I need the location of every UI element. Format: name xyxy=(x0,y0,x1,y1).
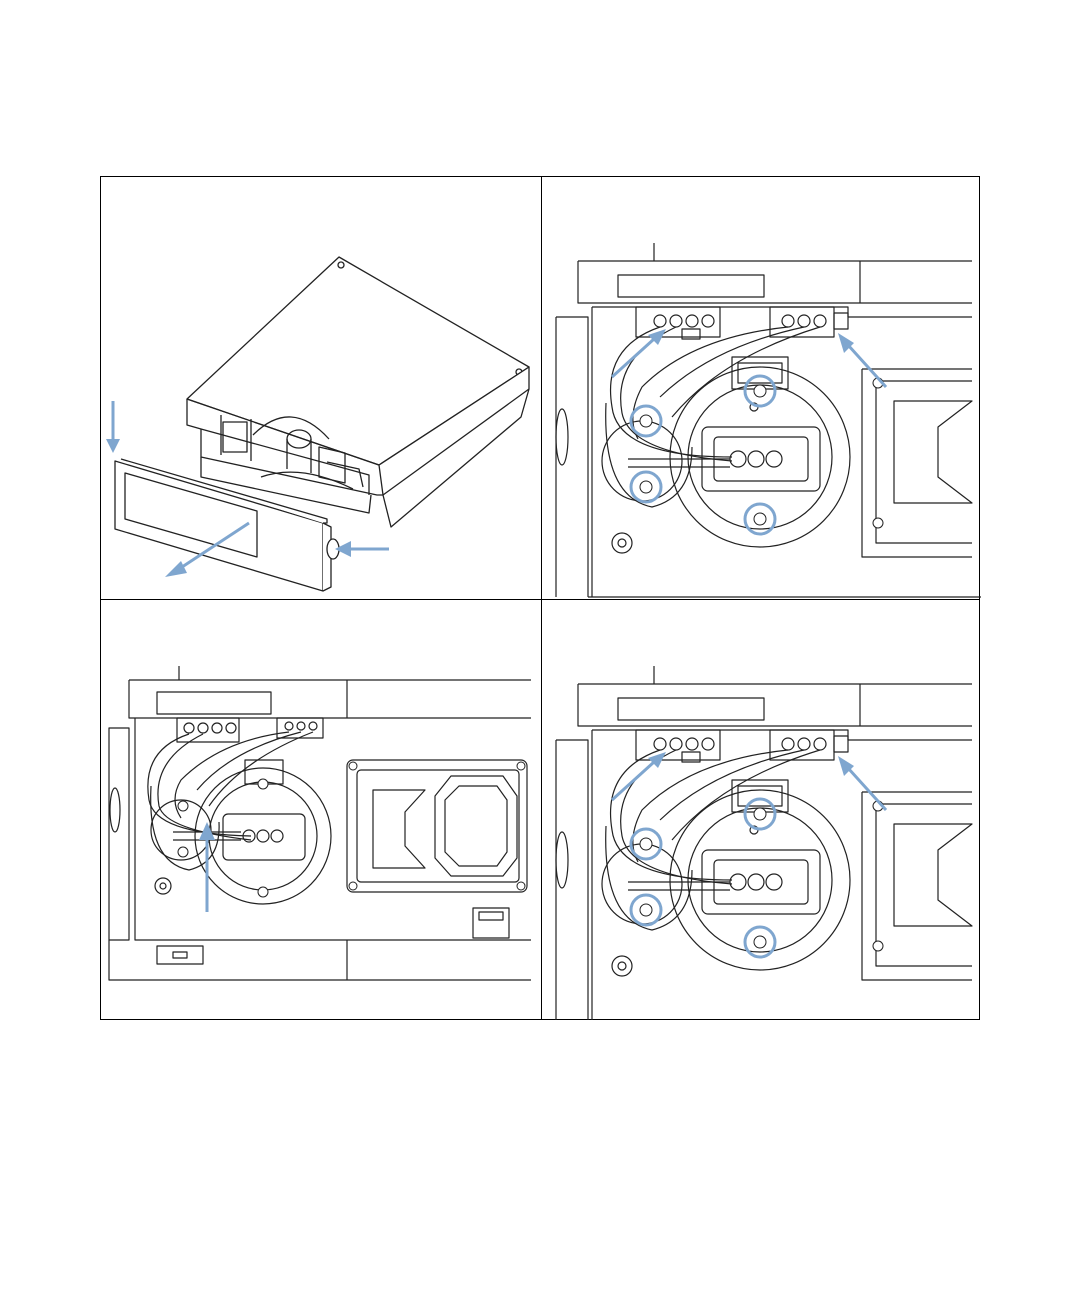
arrow-icon xyxy=(612,329,886,387)
panel-4-lamp-reinstall xyxy=(542,600,981,1021)
highlight-circle-icon xyxy=(631,799,775,957)
lamp-housing-illustration xyxy=(542,177,981,599)
arrow-icon xyxy=(199,822,215,912)
module-illustration xyxy=(101,177,541,599)
figure-grid xyxy=(100,176,980,1020)
highlight-circle-icon xyxy=(631,376,775,534)
front-cover xyxy=(115,459,339,591)
panel-2-lamp-screws xyxy=(542,177,981,599)
panel-3-lamp-removal xyxy=(101,600,541,1021)
lamp-housing-illustration xyxy=(101,600,541,1021)
arrow-icon xyxy=(612,752,886,810)
panel-1-cover-removal xyxy=(101,177,541,599)
lamp-housing-illustration xyxy=(542,600,981,1021)
